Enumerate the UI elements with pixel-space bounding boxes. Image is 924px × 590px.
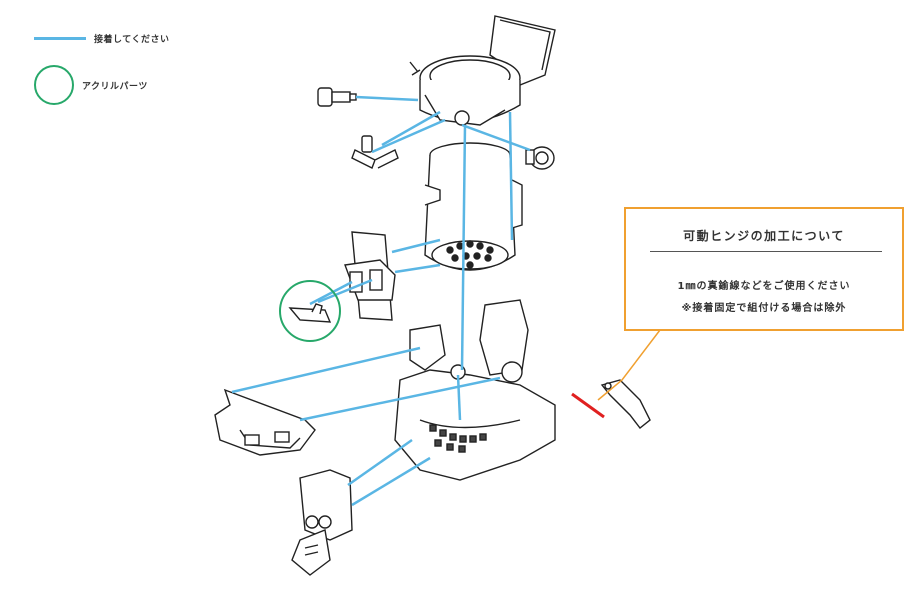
- note-line-1: 1㎜の真鍮線などをご使用ください: [677, 281, 851, 292]
- top-ring-part: [409, 15, 556, 126]
- legend-acrylic-label: アクリルパーツ: [82, 81, 148, 92]
- wing-part: [214, 388, 316, 456]
- elbow-part: [351, 135, 399, 169]
- side-panel-part: [344, 231, 396, 321]
- hinge-note-box: 可動ヒンジの加工について 1㎜の真鍮線などをご使用ください ※接着固定で組付ける…: [624, 207, 904, 331]
- acrylic-circle-icon: [34, 65, 74, 105]
- callout-leader-line: [597, 329, 661, 401]
- legend-glue: 接着してください: [34, 32, 169, 45]
- peg-part: [317, 87, 357, 107]
- cylinder-part: [424, 142, 523, 271]
- cap-part: [525, 146, 555, 170]
- glue-line-icon: [34, 37, 86, 40]
- note-divider: [650, 251, 882, 252]
- hinge-part: [600, 379, 651, 429]
- hinge-marker: [571, 392, 605, 419]
- acrylic-highlight-circle: [279, 280, 341, 342]
- glue-lines: [231, 95, 531, 507]
- note-line-2: ※接着固定で組付ける場合は除外: [681, 303, 847, 314]
- base-body-part: [394, 299, 556, 481]
- leg-part: [291, 469, 353, 576]
- legend-acrylic: アクリルパーツ: [34, 65, 148, 105]
- legend-glue-label: 接着してください: [94, 35, 170, 45]
- acrylic-part: [288, 303, 332, 323]
- note-title: 可動ヒンジの加工について: [683, 229, 845, 243]
